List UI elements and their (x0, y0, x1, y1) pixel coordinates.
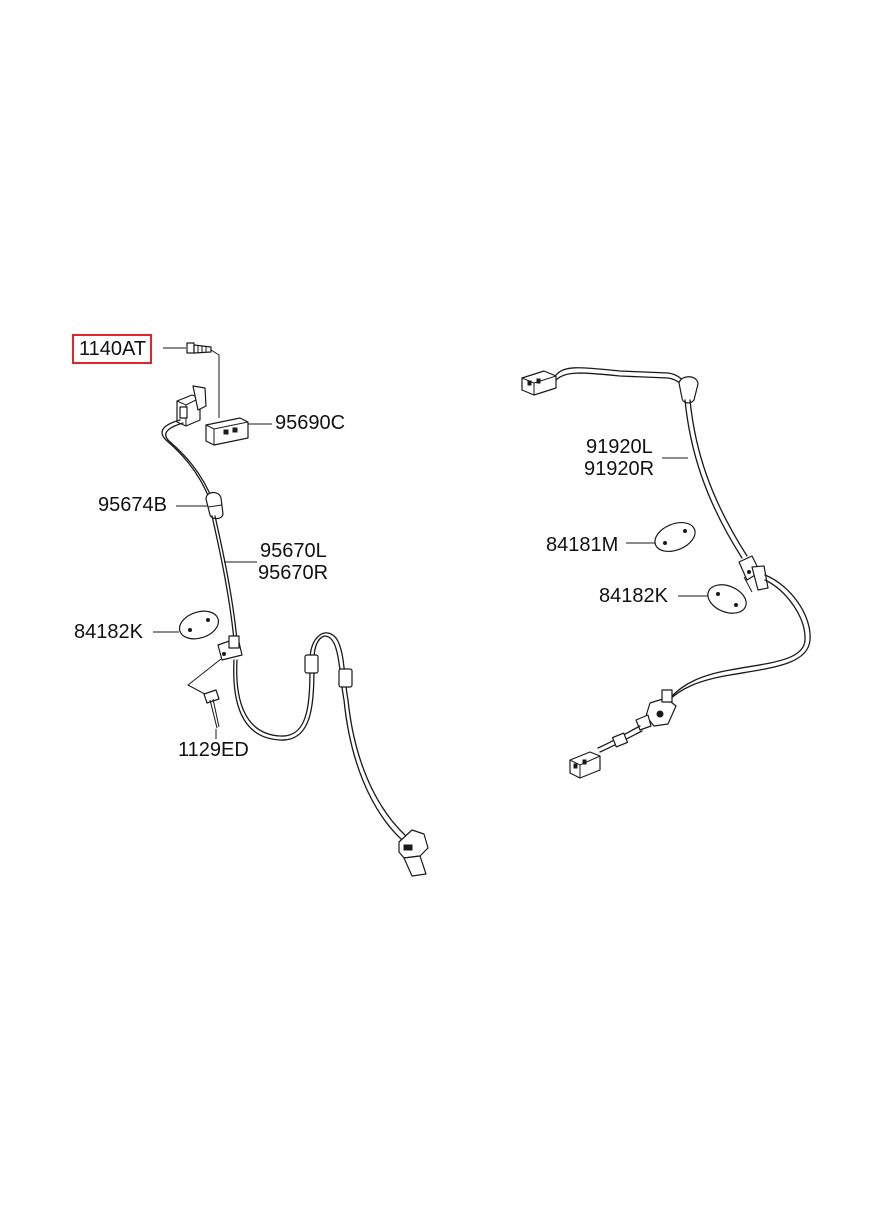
rear-connector-top-drawing (521, 370, 557, 396)
rear-sensor-assembly (521, 367, 811, 779)
front-connector-drawing (176, 385, 207, 427)
callout-95674B[interactable]: 95674B (98, 494, 167, 516)
rear-connector-bottom-drawing (569, 751, 601, 779)
callout-95690C[interactable]: 95690C (275, 412, 346, 434)
rear-mid-connector-drawing (738, 555, 769, 593)
callout-84182K-right[interactable]: 84182K (599, 585, 668, 607)
leader-lines (153, 347, 708, 633)
grommet-84181M-drawing (654, 522, 696, 552)
front-mount-bracket-drawing (217, 635, 243, 661)
rear-sensor-bracket-drawing (635, 689, 677, 731)
callout-84182K-left[interactable]: 84182K (74, 621, 143, 643)
callout-1140AT[interactable]: 1140AT (72, 334, 153, 364)
clip-95674B-drawing (205, 491, 224, 520)
callout-95670L[interactable]: 95670L (260, 540, 327, 562)
front-sensor-assembly (161, 342, 429, 877)
grommet-84182K-right-drawing (707, 584, 747, 614)
callout-84181M[interactable]: 84181M (546, 534, 619, 556)
front-sensor-head-drawing (398, 829, 429, 877)
grommet-84182K-left-drawing (178, 610, 220, 640)
bolt-1129ED-drawing (203, 689, 220, 729)
bracket-95690C-drawing (205, 417, 249, 446)
callout-91920L[interactable]: 91920L (586, 436, 653, 458)
bolt-1140AT-drawing (186, 342, 212, 354)
callout-1129ED[interactable]: 1129ED (178, 739, 249, 761)
callout-95670R[interactable]: 95670R (258, 562, 329, 584)
callout-91920R[interactable]: 91920R (584, 458, 655, 480)
